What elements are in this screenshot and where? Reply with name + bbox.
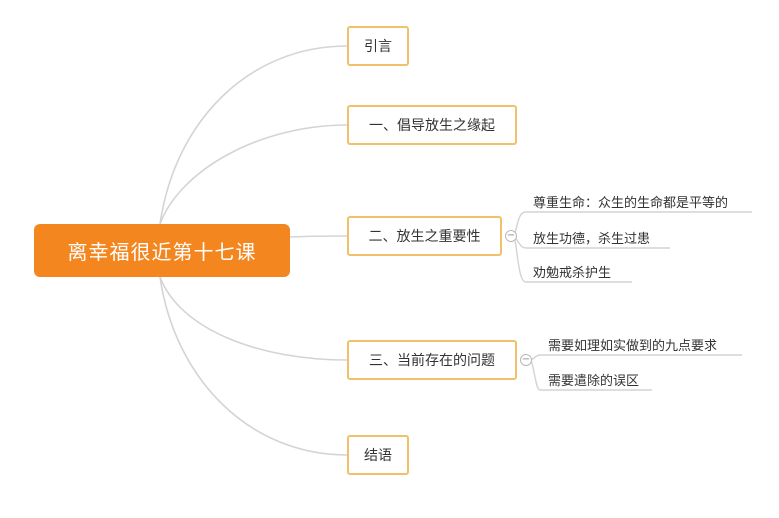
branch-node-origin[interactable]: 一、倡导放生之缘起 <box>347 105 517 145</box>
connector-branch-3-leaf-3 <box>513 235 527 283</box>
branch-node-intro[interactable]: 引言 <box>347 26 409 66</box>
collapse-toggle-problems[interactable]: − <box>520 354 532 366</box>
connector-branch-4-leaf-2 <box>530 359 541 391</box>
connector-root-branch-4 <box>159 276 348 361</box>
leaf-node[interactable]: 需要遣除的误区 <box>548 374 640 389</box>
leaf-node[interactable]: 劝勉戒杀护生 <box>533 266 612 281</box>
branch-node-problems[interactable]: 三、当前存在的问题 <box>347 340 517 380</box>
leaf-node[interactable]: 需要如理如实做到的九点要求 <box>548 339 718 354</box>
root-node[interactable]: 离幸福很近第十七课 <box>34 224 290 277</box>
connector-root-branch-5 <box>159 276 348 456</box>
connector-root-branch-1 <box>159 45 348 225</box>
connector-branch-4-leaf-1 <box>530 354 541 361</box>
collapse-toggle-importance[interactable]: − <box>505 230 517 242</box>
leaf-node[interactable]: 尊重生命：众生的生命都是平等的 <box>533 196 729 211</box>
connector-root-branch-2 <box>159 124 348 225</box>
branch-node-importance[interactable]: 二、放生之重要性 <box>347 216 502 256</box>
branch-node-conclusion[interactable]: 结语 <box>347 435 409 475</box>
leaf-node[interactable]: 放生功德，杀生过患 <box>533 232 651 247</box>
connector-root-branch-3 <box>289 235 348 238</box>
